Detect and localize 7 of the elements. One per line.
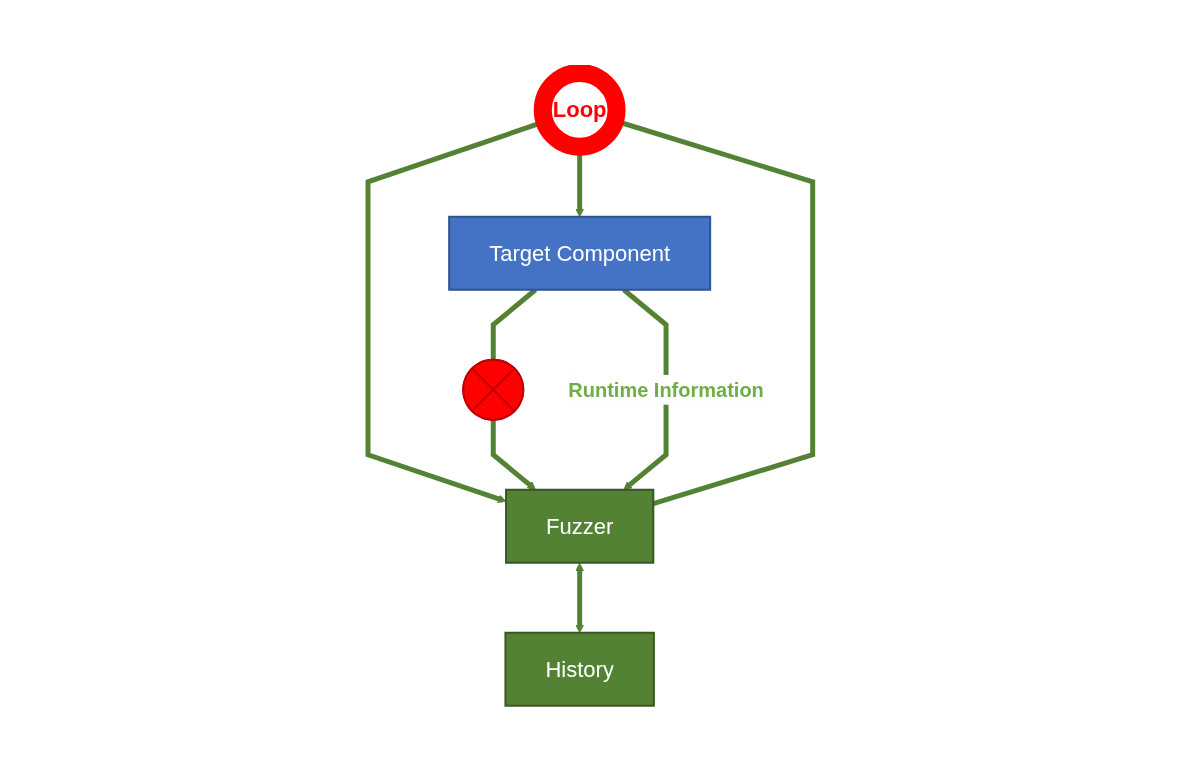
node-box: History [504, 631, 656, 707]
edge-label: Runtime Information [568, 378, 764, 401]
arrow [575, 562, 585, 634]
node-box: Fuzzer [505, 488, 655, 564]
node-circle: Loop [533, 65, 626, 156]
arrow [490, 419, 537, 491]
node-box: Target Component [448, 215, 712, 291]
